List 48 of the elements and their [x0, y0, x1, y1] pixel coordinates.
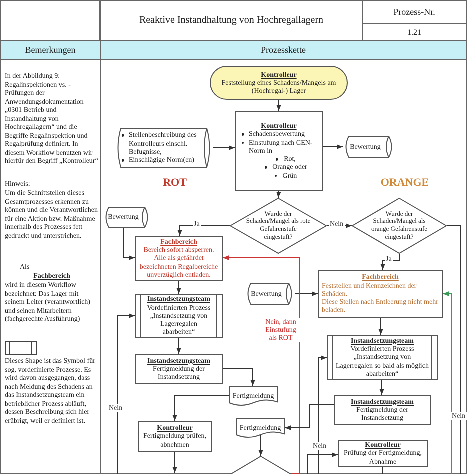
diagram-title: Reaktive Instandhaltung von Hochregallagern	[139, 15, 324, 26]
decision-diamond	[230, 198, 327, 254]
column-heading: Prozesskette	[261, 45, 306, 55]
connector-arrow	[276, 100, 282, 112]
connector-arrow	[124, 228, 136, 260]
document-shape	[229, 386, 278, 406]
connector-arrow	[222, 256, 300, 474]
connector-arrow	[294, 292, 318, 296]
connector-arrow	[118, 314, 136, 474]
predefined-process-box	[327, 335, 438, 380]
decision-diamond	[352, 198, 447, 254]
connector-arrow	[380, 380, 384, 396]
column-heading: Bemerkungen	[25, 45, 76, 55]
connector-arrow	[326, 224, 352, 228]
connector-arrow	[176, 280, 182, 294]
connector-arrow	[276, 190, 282, 198]
zone-heading: ROT	[162, 177, 188, 189]
process-number-heading: Prozess-Nr.	[394, 7, 436, 17]
connector-arrow	[222, 368, 256, 386]
stored-data-shape	[115, 128, 213, 168]
connector-arrow	[318, 356, 328, 474]
connector-arrow	[322, 144, 344, 150]
zone-heading: ORANGE	[380, 177, 430, 189]
process-box	[338, 440, 428, 467]
process-box	[135, 354, 223, 384]
predefined-process-box	[135, 294, 223, 338]
process-box	[334, 395, 431, 425]
process-box	[138, 421, 212, 452]
connector-arrow	[284, 404, 334, 430]
connector-arrow	[178, 226, 230, 236]
connector-arrow	[442, 292, 452, 474]
connector-arrow	[378, 318, 384, 336]
connector-arrow	[258, 434, 264, 456]
process-box	[135, 236, 223, 281]
connector-arrow	[172, 452, 178, 474]
connector-arrow	[308, 452, 338, 474]
stored-data-shape	[103, 207, 151, 228]
start-terminal	[210, 66, 348, 100]
stored-data-shape	[343, 136, 395, 158]
document-shape	[236, 418, 285, 438]
connector-arrow	[172, 396, 230, 422]
connector-arrow	[176, 338, 182, 354]
connector-arrow	[212, 146, 236, 150]
process-box	[235, 111, 323, 191]
process-number: 1.21	[408, 28, 422, 36]
stored-data-shape	[245, 283, 295, 305]
connector-arrow	[380, 254, 400, 270]
process-box	[318, 270, 443, 318]
